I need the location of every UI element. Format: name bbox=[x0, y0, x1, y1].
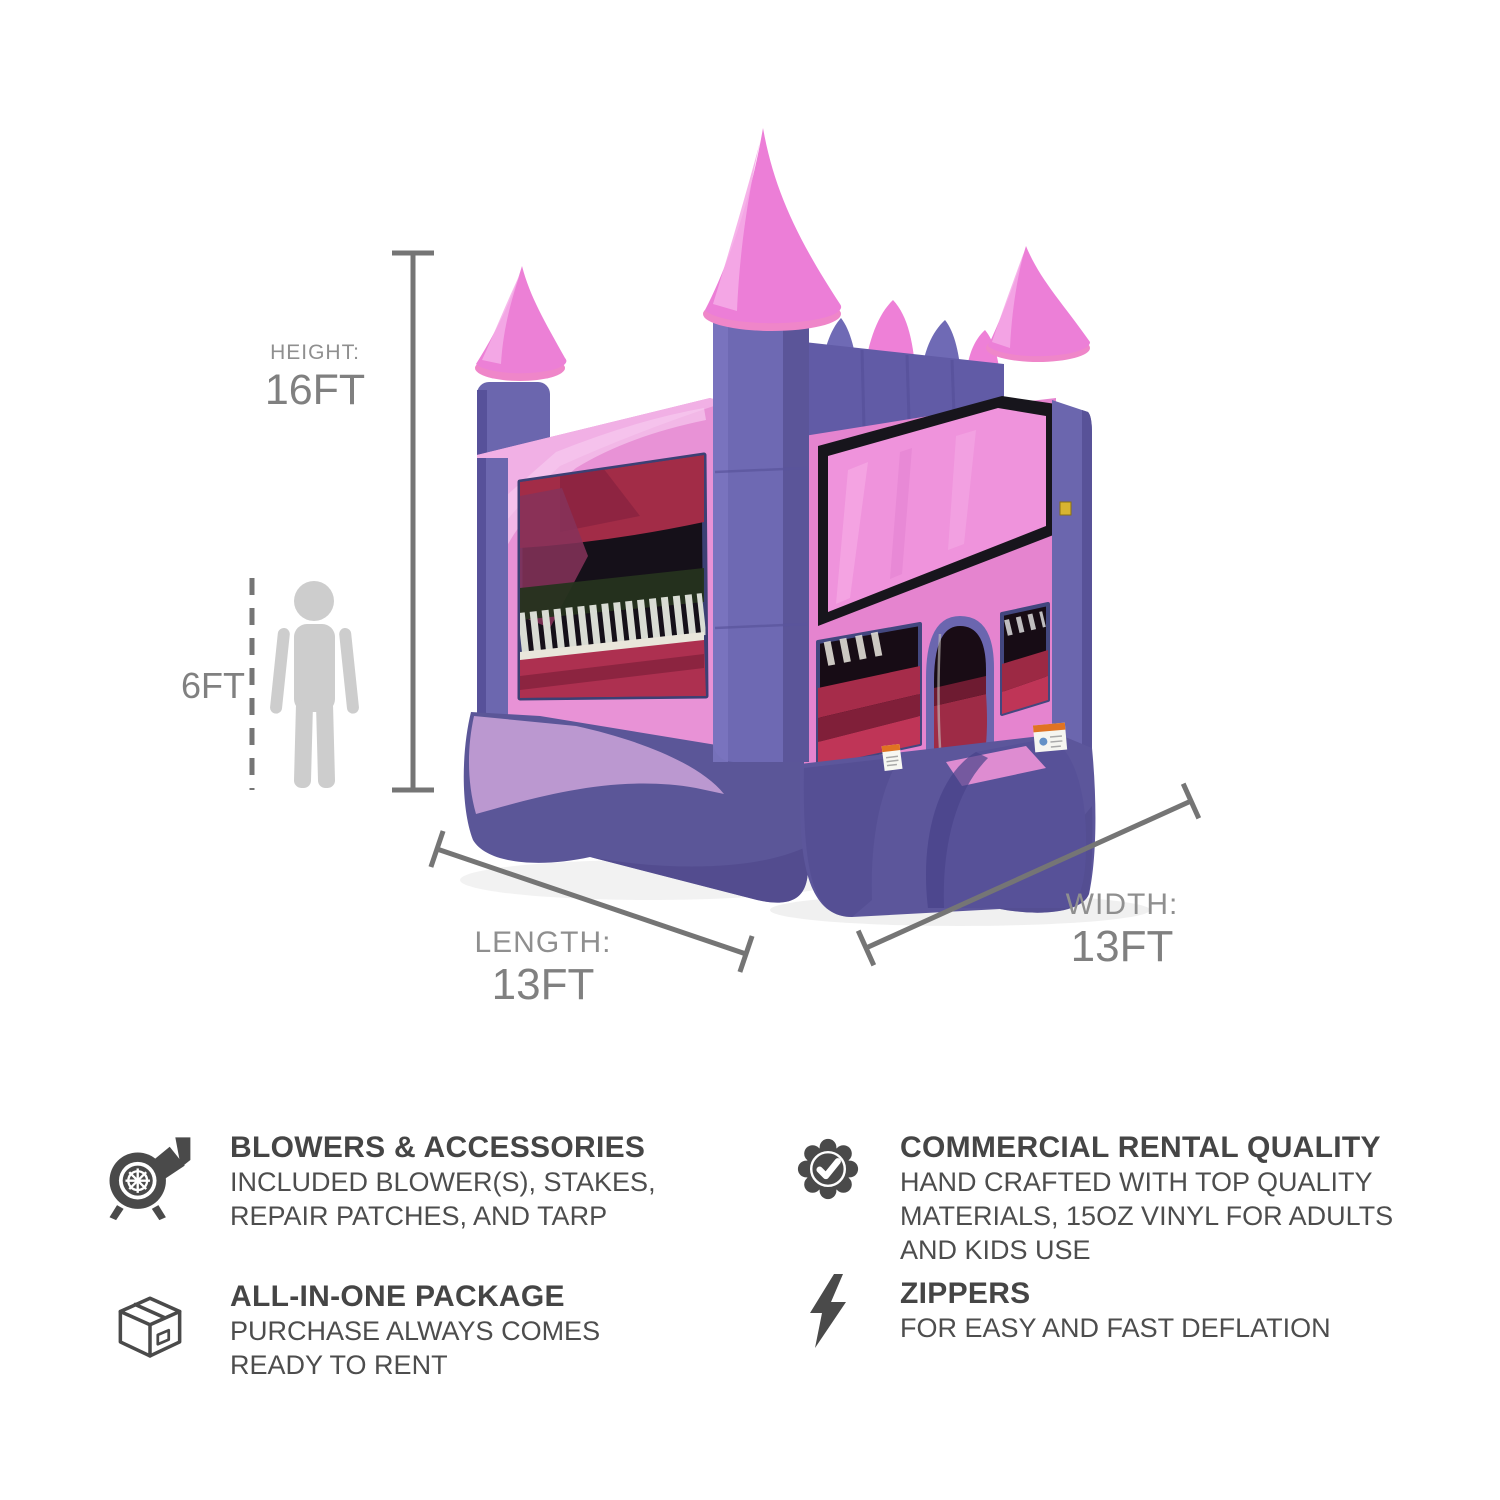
front-left-tower bbox=[703, 128, 842, 762]
feature-title: COMMERCIAL RENTAL QUALITY bbox=[900, 1131, 1381, 1164]
person-height-value: 6FT bbox=[180, 665, 245, 706]
back-left-tower bbox=[475, 266, 567, 472]
feature-title: ALL-IN-ONE PACKAGE bbox=[230, 1280, 565, 1313]
feature-package: ALL-IN-ONE PACKAGE PURCHASE ALWAYS COMES… bbox=[230, 1280, 770, 1382]
feature-zippers: ZIPPERS FOR EASY AND FAST DEFLATION bbox=[900, 1277, 1440, 1345]
height-dimension-value: 16FT bbox=[264, 366, 366, 414]
feature-blowers: BLOWERS & ACCESSORIES INCLUDED BLOWER(S)… bbox=[230, 1131, 770, 1233]
length-dimension-line bbox=[428, 830, 755, 973]
width-dimension-line bbox=[855, 782, 1202, 967]
roof-ridge bbox=[804, 342, 1004, 438]
feature-title: BLOWERS & ACCESSORIES bbox=[230, 1131, 646, 1164]
blower-icon bbox=[109, 1137, 191, 1221]
length-dimension-label: LENGTH: bbox=[474, 926, 612, 959]
warning-label bbox=[881, 743, 903, 771]
person-silhouette bbox=[270, 581, 359, 789]
front-right-tower bbox=[986, 246, 1092, 750]
width-dimension-label: WIDTH: bbox=[1065, 888, 1179, 921]
height-dimension-line bbox=[392, 250, 434, 793]
feature-title: ZIPPERS bbox=[900, 1277, 1031, 1310]
mesh-window-front bbox=[816, 622, 922, 768]
lightning-bolt-icon bbox=[810, 1274, 846, 1348]
length-dimension-value: 13FT bbox=[491, 960, 595, 1009]
length-dimension: LENGTH: 13FT bbox=[393, 926, 693, 1010]
feature-description: PURCHASE ALWAYS COMES READY TO RENT bbox=[230, 1316, 601, 1380]
width-dimension-value: 13FT bbox=[1070, 922, 1174, 971]
feature-description: INCLUDED BLOWER(S), STAKES, REPAIR PATCH… bbox=[230, 1167, 656, 1231]
height-dimension: HEIGHT: 16FT bbox=[195, 340, 435, 414]
height-dimension-label: HEIGHT: bbox=[270, 341, 360, 364]
feature-quality: COMMERCIAL RENTAL QUALITY HAND CRAFTED W… bbox=[900, 1131, 1440, 1267]
manufacturer-tag bbox=[1059, 501, 1072, 516]
package-box-icon bbox=[118, 1296, 182, 1358]
feature-description: HAND CRAFTED WITH TOP QUALITY MATERIALS,… bbox=[900, 1167, 1394, 1265]
banner-panel bbox=[818, 396, 1056, 626]
quality-badge-icon bbox=[797, 1138, 859, 1200]
warning-label bbox=[1032, 722, 1068, 753]
mesh-window-right bbox=[1000, 602, 1050, 716]
feature-description: FOR EASY AND FAST DEFLATION bbox=[900, 1313, 1331, 1343]
entrance-arch bbox=[926, 616, 994, 758]
width-dimension: WIDTH: 13FT bbox=[972, 888, 1272, 972]
left-window bbox=[517, 452, 709, 701]
left-corner-column bbox=[477, 458, 508, 720]
